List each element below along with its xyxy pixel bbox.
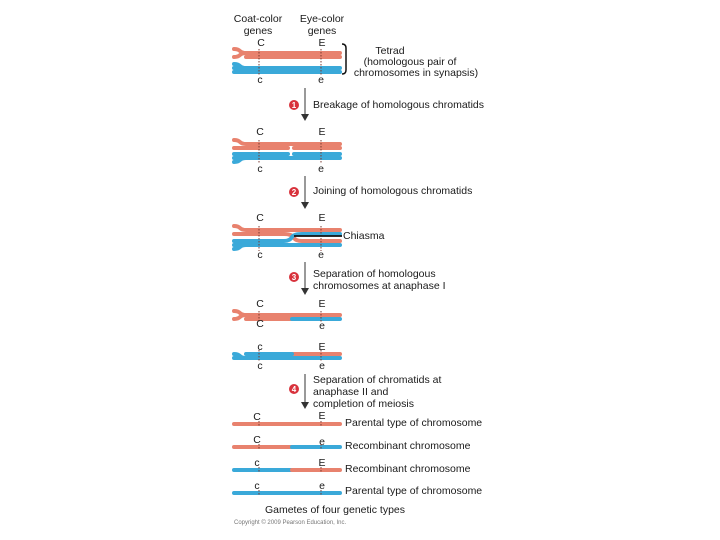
step-4-label-2: anaphase II and (313, 386, 388, 398)
step-2-badge (289, 187, 299, 197)
tetrad-desc-1: (homologous pair of (364, 56, 457, 68)
gene-E-s2: E (318, 212, 325, 224)
gene-c-s2: c (257, 249, 262, 261)
step-2-number: 2 (292, 188, 297, 197)
gamete-2-type: Recombinant chromosome (345, 440, 471, 452)
chromatids-blue-s1 (232, 152, 342, 164)
gamete-1-type: Parental type of chromosome (345, 417, 482, 429)
gene-c-s3d: c (257, 360, 262, 372)
gametes-caption: Gametes of four genetic types (265, 504, 405, 516)
eye-color-header: Eye-color (300, 13, 345, 25)
copyright-notice: Copyright © 2009 Pearson Education, Inc. (234, 519, 346, 526)
step-4-badge (289, 384, 299, 394)
gene-e-top: e (318, 74, 324, 86)
gene-e-s3b: e (319, 320, 325, 332)
step-3-badge (289, 272, 299, 282)
gene-e-g2: e (319, 436, 325, 448)
coat-color-header-2: genes (244, 25, 273, 37)
gamete-4-type: Parental type of chromosome (345, 485, 482, 497)
homolog-blue-s3 (232, 352, 342, 360)
step-4-number: 4 (292, 385, 297, 394)
chromatids-red-s1 (232, 138, 342, 150)
chromatid-blue-1 (232, 62, 342, 70)
chromatid-red-2 (232, 51, 342, 59)
gene-C-s3b: C (256, 318, 264, 330)
chromatid-red-1 (232, 47, 342, 55)
arrow-3-head (301, 288, 309, 295)
gamete-3-type: Recombinant chromosome (345, 463, 471, 475)
gene-c-top: c (257, 74, 262, 86)
gene-c-g3: c (254, 457, 259, 469)
gene-E-g1: E (318, 410, 325, 422)
gene-C-s2: C (256, 212, 264, 224)
gene-e-g4: e (319, 480, 325, 492)
gene-e-s2: e (318, 249, 324, 261)
step-1-number: 1 (292, 101, 297, 110)
step-3-label-2: chromosomes at anaphase I (313, 280, 446, 292)
gene-c-s1: c (257, 163, 262, 175)
step-1-label: Breakage of homologous chromatids (313, 99, 484, 111)
gene-C-s1: C (256, 126, 264, 138)
gene-e-s1: e (318, 163, 324, 175)
chromatids-blue-s2 (232, 232, 342, 251)
step-2-label: Joining of homologous chromatids (313, 185, 472, 197)
tetrad-label: Tetrad (375, 45, 404, 57)
tetrad-bracket (341, 43, 347, 75)
step-3-number: 3 (292, 273, 297, 282)
gene-E-g3: E (318, 457, 325, 469)
gene-c-g4: c (254, 480, 259, 492)
gene-E-s3c: E (318, 341, 325, 353)
coat-color-header: Coat-color (234, 13, 283, 25)
gene-C-s3a: C (256, 298, 264, 310)
gene-c-s3c: c (257, 341, 262, 353)
step-4-label-1: Separation of chromatids at (313, 374, 441, 386)
step-4-label-3: completion of meiosis (313, 398, 414, 410)
gene-e-s3d: e (319, 360, 325, 372)
arrow-1-head (301, 114, 309, 121)
gene-C-top: C (257, 37, 265, 49)
tetrad-desc-2: chromosomes in synapsis) (354, 67, 478, 79)
step-1-badge (289, 100, 299, 110)
arrow-4-head (301, 402, 309, 409)
gene-E-s1: E (318, 126, 325, 138)
arrow-2-head (301, 202, 309, 209)
eye-color-header-2: genes (308, 25, 337, 37)
gene-C-g1: C (253, 411, 261, 423)
step-3-label-1: Separation of homologous (313, 268, 436, 280)
chiasma-label: Chiasma (343, 230, 385, 242)
gene-C-g2: C (253, 434, 261, 446)
chromatids-red-s2 (232, 224, 342, 243)
gene-E-s3a: E (318, 298, 325, 310)
homolog-red-s3 (232, 309, 342, 321)
gene-E-top: E (318, 37, 325, 49)
